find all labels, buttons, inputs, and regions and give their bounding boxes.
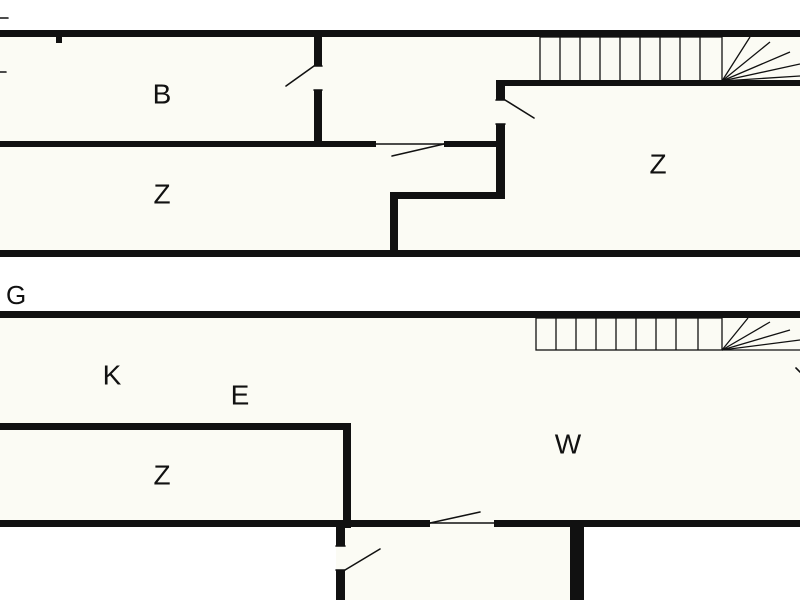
hall-right-wall [570,524,584,600]
upper-horizontal-wall-right [444,141,500,147]
living-door-leaf [429,511,481,524]
room-right-door-gap [496,100,505,124]
room-top-wall [0,423,350,430]
room-label-living: W [555,428,582,459]
room-label-kitchen: K [103,359,122,390]
bedroom-door-leaf [285,65,315,87]
room-left-step-wall [390,192,502,199]
room-left-right-wall [390,192,398,254]
ground-bottom-wall-right [494,520,800,527]
hall-door-leaf [344,548,381,571]
room-label-dining: E [231,379,250,410]
ground-bottom-wall-left [0,520,430,527]
ground-top-wall [0,311,800,318]
ground-hall-area [344,524,576,600]
upper-wall-stub [56,37,62,43]
upper-floor: B Z Z [0,17,800,257]
ground-floor: G [0,280,800,600]
ground-floor-area [0,318,800,524]
stair-bottom-wall [496,80,800,86]
hall-door-gap [336,546,345,570]
upper-bottom-wall [0,250,800,257]
room-right-wall [343,423,351,528]
upper-stairs [539,36,800,82]
room-label-room-left: Z [153,178,170,209]
room-right-door-leaf [504,99,535,119]
room-right-left-wall [496,82,505,199]
ground-stairs [535,317,800,373]
room-label-bedroom: B [153,78,172,109]
upper-middle-door-leaf [391,143,445,157]
room-label-room-right: Z [649,148,666,179]
floor-label-ground: G [6,280,26,310]
bedroom-door-gap [314,66,322,90]
upper-top-wall [0,30,800,37]
upper-horizontal-wall-left [0,141,376,147]
room-label-room: Z [153,459,170,490]
